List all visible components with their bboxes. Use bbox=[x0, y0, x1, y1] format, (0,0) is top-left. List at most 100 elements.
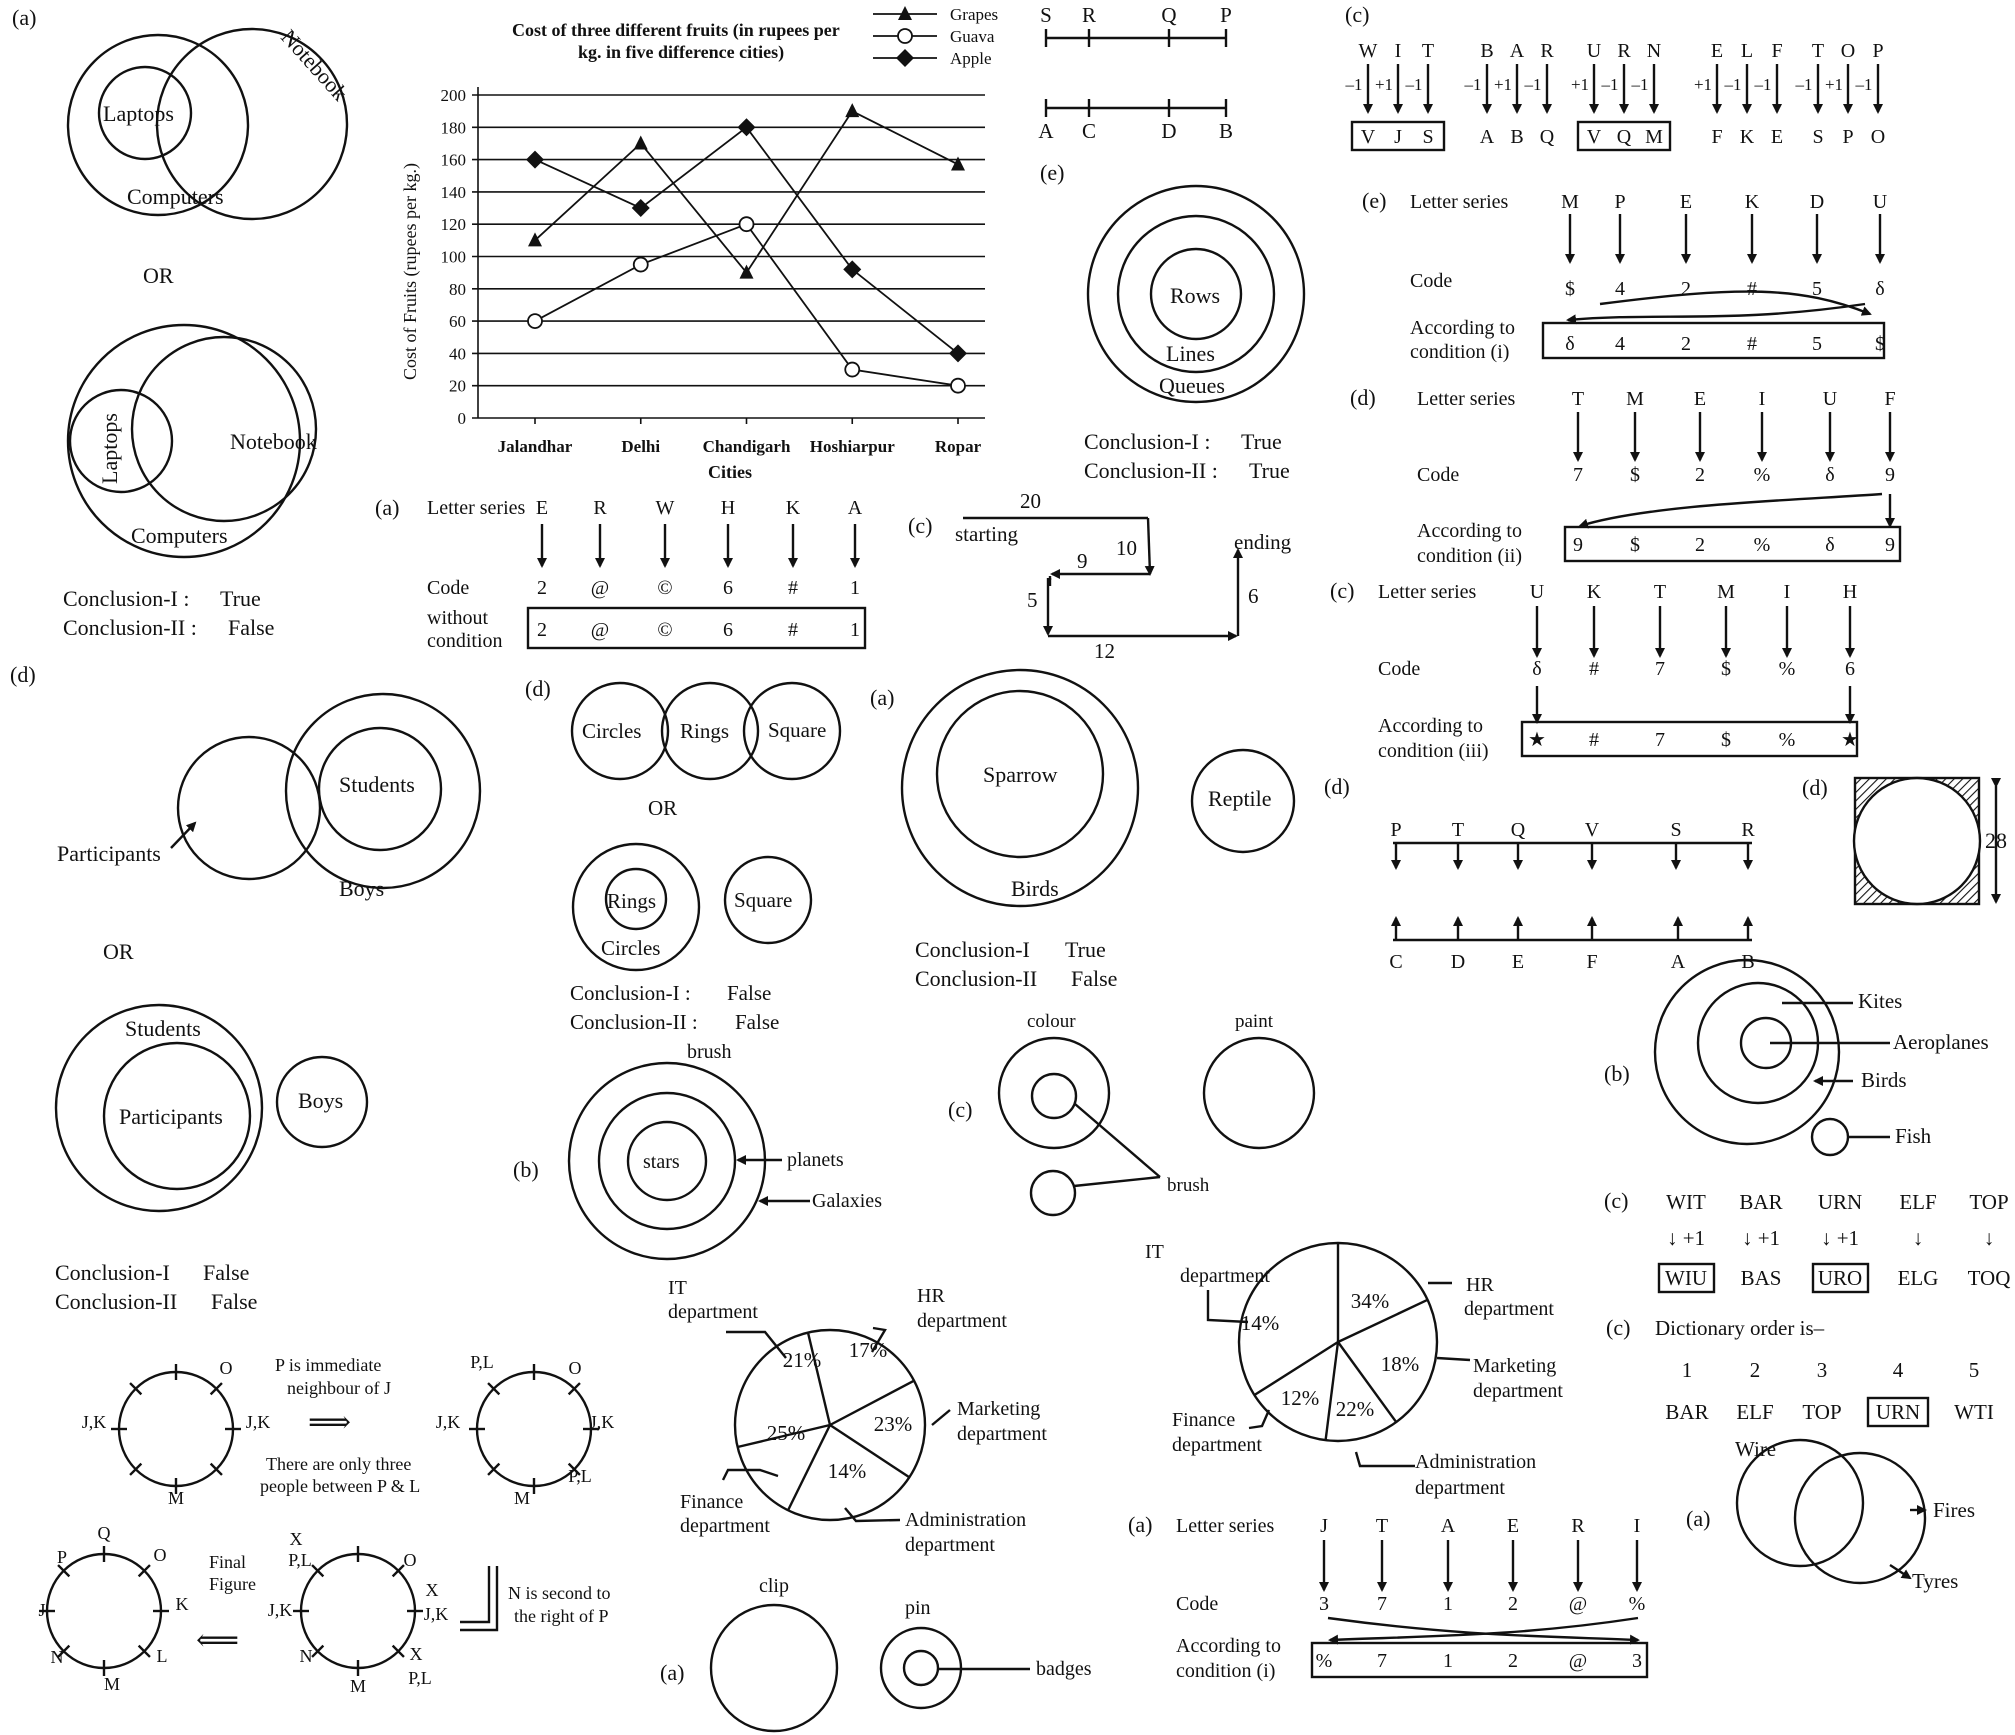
letter: E bbox=[1680, 191, 1692, 213]
seat-mark bbox=[137, 1644, 151, 1658]
top-letter: P bbox=[1220, 3, 1232, 27]
result-box bbox=[1657, 1262, 1716, 1294]
c1: Conclusion-I bbox=[55, 1260, 170, 1285]
galaxy-diagram: (b) brush stars planets Galaxies bbox=[513, 1041, 882, 1261]
op: ↓ +1 bbox=[1667, 1226, 1705, 1250]
fi1: Finance bbox=[680, 1491, 743, 1513]
n10: 10 bbox=[1116, 536, 1137, 560]
word: BAR bbox=[1739, 1190, 1782, 1214]
acc2: condition (i) bbox=[1176, 1660, 1275, 1682]
arrow1a: P is immediate bbox=[275, 1355, 381, 1375]
c2: Conclusion-II : bbox=[63, 615, 197, 640]
top-letter: P bbox=[1390, 819, 1401, 841]
square-label: Square bbox=[768, 718, 826, 742]
code: @ bbox=[591, 577, 609, 599]
arrow2b: people between P & L bbox=[260, 1476, 420, 1496]
c1v: True bbox=[1065, 937, 1106, 962]
slice-label: 22% bbox=[1336, 1397, 1375, 1421]
code: # bbox=[788, 577, 798, 599]
legend-marker bbox=[896, 49, 914, 67]
seat-mark bbox=[129, 1382, 143, 1396]
seat-label: P,L bbox=[288, 1550, 312, 1570]
computers-label: Computers bbox=[127, 184, 224, 209]
birds-label: Birds bbox=[1861, 1068, 1907, 1092]
acc1: According to bbox=[1378, 715, 1483, 737]
chart-title-line1: Cost of three different fruits (in rupee… bbox=[512, 20, 840, 41]
colour-paint-diagram: (c) colour paint brush bbox=[948, 1011, 1316, 1217]
seat-label: X bbox=[426, 1580, 439, 1600]
x-tick-label: Hoshiarpur bbox=[810, 437, 895, 456]
computers2-label: Computers bbox=[131, 523, 228, 548]
y-tick-label: 160 bbox=[441, 151, 467, 170]
series-label: Letter series bbox=[1378, 581, 1476, 603]
slice-edge bbox=[737, 1423, 831, 1449]
code-group: T–1SO+1PP–1O bbox=[1795, 40, 1886, 148]
label: (b) bbox=[513, 1157, 539, 1182]
label: (d) bbox=[10, 662, 36, 687]
seat-label: P bbox=[57, 1547, 67, 1567]
op: ↓ +1 bbox=[1821, 1226, 1859, 1250]
seat-label: P,L bbox=[470, 1352, 494, 1372]
c2v: False bbox=[1071, 966, 1117, 991]
letter: O bbox=[1841, 40, 1855, 62]
result: 2 bbox=[1681, 333, 1691, 355]
letter: A bbox=[848, 497, 863, 519]
or-text: OR bbox=[143, 263, 174, 288]
ad1: Administration bbox=[1415, 1451, 1536, 1473]
op: +1 bbox=[1494, 75, 1512, 94]
hr2: department bbox=[1464, 1298, 1554, 1320]
top-letter: T bbox=[1452, 819, 1464, 841]
square-circle: (d) 28 bbox=[1802, 775, 2007, 906]
students-label: Students bbox=[339, 772, 415, 797]
mk1: Marketing bbox=[1473, 1355, 1556, 1377]
y-tick-label: 140 bbox=[441, 183, 467, 202]
result: 2 bbox=[1508, 1650, 1518, 1672]
y-tick-label: 0 bbox=[458, 409, 467, 428]
result: # bbox=[1589, 729, 1599, 751]
seat-mark bbox=[129, 1462, 143, 1476]
code: 5 bbox=[1812, 278, 1822, 300]
result: ★ bbox=[1528, 729, 1546, 751]
series-line bbox=[534, 223, 959, 387]
code-c-iii: (c) Letter series Code According to cond… bbox=[1330, 578, 1859, 762]
result: # bbox=[1747, 333, 1757, 355]
code: 7 bbox=[1573, 464, 1583, 486]
result: 1 bbox=[1443, 1650, 1453, 1672]
seat-mark bbox=[391, 1644, 405, 1658]
data-point bbox=[633, 135, 648, 150]
op: –1 bbox=[1405, 75, 1423, 94]
c1: Conclusion-I bbox=[915, 937, 1030, 962]
result: ★ bbox=[1841, 729, 1859, 751]
code: % bbox=[1779, 658, 1796, 680]
acc2: condition (iii) bbox=[1378, 740, 1489, 762]
n6: 6 bbox=[1248, 584, 1259, 608]
result: S bbox=[1812, 126, 1823, 148]
code: $ bbox=[1721, 658, 1731, 680]
participants2-label: Participants bbox=[119, 1104, 223, 1129]
c1v: True bbox=[1241, 429, 1282, 454]
result: O bbox=[1871, 126, 1885, 148]
word: URN bbox=[1876, 1400, 1920, 1424]
result: % bbox=[1779, 729, 1796, 751]
seat-label: N bbox=[300, 1646, 313, 1666]
bottom-letter: E bbox=[1512, 951, 1524, 973]
op: ↓ +1 bbox=[1742, 1226, 1780, 1250]
op: –1 bbox=[1631, 75, 1649, 94]
letter: T bbox=[1812, 40, 1824, 62]
n1: N is second to bbox=[508, 1583, 611, 1603]
series-label: Letter series bbox=[1410, 191, 1508, 213]
data-point bbox=[632, 256, 649, 273]
letter: P bbox=[1872, 40, 1883, 62]
result: 9 bbox=[1885, 534, 1895, 556]
word: URN bbox=[1818, 1190, 1862, 1214]
num: 5 bbox=[1969, 1358, 1980, 1382]
rows-label: Rows bbox=[1170, 283, 1220, 308]
y-tick-label: 60 bbox=[449, 312, 466, 331]
fish-label: Fish bbox=[1895, 1124, 1932, 1148]
data-point bbox=[951, 156, 965, 171]
code-e: (e) Letter series Code According to cond… bbox=[1362, 188, 1888, 363]
result: 1 bbox=[850, 619, 860, 641]
data-point bbox=[950, 377, 966, 394]
fi2: department bbox=[1172, 1434, 1262, 1456]
label: (c) bbox=[908, 513, 932, 538]
